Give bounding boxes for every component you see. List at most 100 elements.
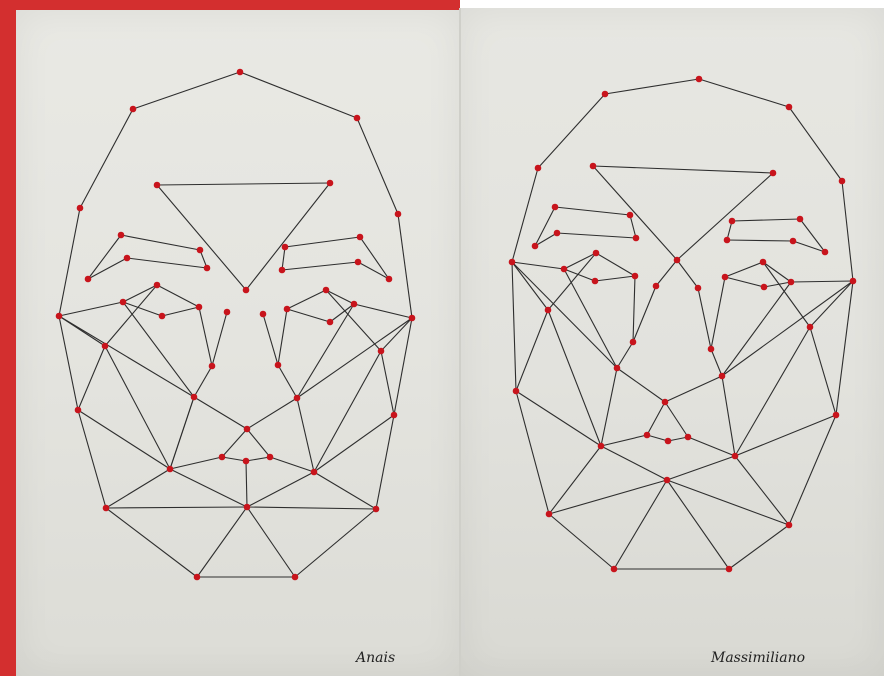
mesh-point [267,454,274,461]
mesh-line [564,253,596,269]
mesh-line [106,469,170,508]
mesh-point [593,250,600,257]
mesh-point [209,363,216,370]
mesh-line [287,309,330,322]
mesh-line [282,262,358,270]
mesh-line [285,237,360,247]
mesh-line [247,398,297,429]
mesh-line [564,269,595,281]
mesh-line [78,346,105,410]
mesh-point [191,394,198,401]
mesh-line [127,258,207,268]
mesh-point [124,255,131,262]
mesh-line [810,281,853,327]
mesh-point [194,574,201,581]
mesh-point [724,237,731,244]
mesh-point [761,284,768,291]
mesh-line [630,215,636,238]
mesh-point [696,76,703,83]
mesh-line [357,118,398,214]
mesh-line [711,277,725,349]
mesh-point [726,566,733,573]
mesh-line [376,415,394,509]
mesh-point [282,244,289,251]
mesh-line [667,456,735,480]
mesh-point [788,279,795,286]
mesh-line [88,258,127,279]
mesh-line [699,79,789,107]
mesh-line [549,446,601,514]
mesh-line [791,281,853,282]
mesh-point [614,365,621,372]
mesh-line [842,181,853,281]
mesh-point [373,506,380,513]
mesh-line [810,327,836,415]
mesh-line [246,461,247,507]
mesh-point [244,504,251,511]
mesh-line [593,166,773,173]
mesh-line [656,260,677,286]
mesh-line [763,262,791,282]
mesh-line [170,397,194,469]
mesh-line [617,342,633,368]
mesh-point [598,443,605,450]
mesh-line [665,376,722,402]
mesh-line [548,253,596,310]
mesh-line [789,107,842,181]
mesh-line [516,310,548,391]
mesh-line [381,351,394,415]
mesh-point [197,247,204,254]
mesh-point [653,283,660,290]
mesh-line [59,208,80,316]
mesh-point [719,373,726,380]
mesh-point [103,505,110,512]
mesh-point [75,407,82,414]
mesh-point [760,259,767,266]
mesh-point [292,574,299,581]
mesh-line [246,183,330,290]
mesh-point [545,307,552,314]
mesh-line [282,247,285,270]
mesh-point [219,454,226,461]
mesh-line [763,262,810,327]
mesh-point [685,434,692,441]
mesh-line [633,276,635,342]
mesh-point [822,249,829,256]
mesh-point [644,432,651,439]
mesh-point [284,306,291,313]
mesh-point [674,257,681,264]
mesh-point [786,522,793,529]
mesh-line [358,262,389,279]
mesh-line [297,318,412,398]
mesh-line [278,309,287,365]
mesh-line [263,314,278,365]
mesh-point [729,218,736,225]
mesh-line [88,235,121,279]
mesh-point [633,235,640,242]
mesh-line [194,366,212,397]
mesh-line [595,276,635,281]
mesh-line [564,269,617,368]
mesh-line [836,281,853,415]
mesh-point [722,274,729,281]
mesh-line [735,327,810,456]
mesh-point [311,469,318,476]
mesh-point [665,438,672,445]
mesh-point [513,388,520,395]
mesh-line [800,219,825,252]
mesh-point [602,91,609,98]
mesh-line [287,290,326,309]
mesh-line [647,402,665,435]
mesh-point [355,259,362,266]
mesh-line [326,290,381,351]
mesh-point [85,276,92,283]
mesh-line [601,446,667,480]
mesh-point [154,282,161,289]
mesh-point [327,319,334,326]
mesh-line [247,429,270,457]
mesh-line [617,368,665,402]
mesh-point [546,511,553,518]
mesh-line [326,290,354,304]
mesh-point [244,426,251,433]
